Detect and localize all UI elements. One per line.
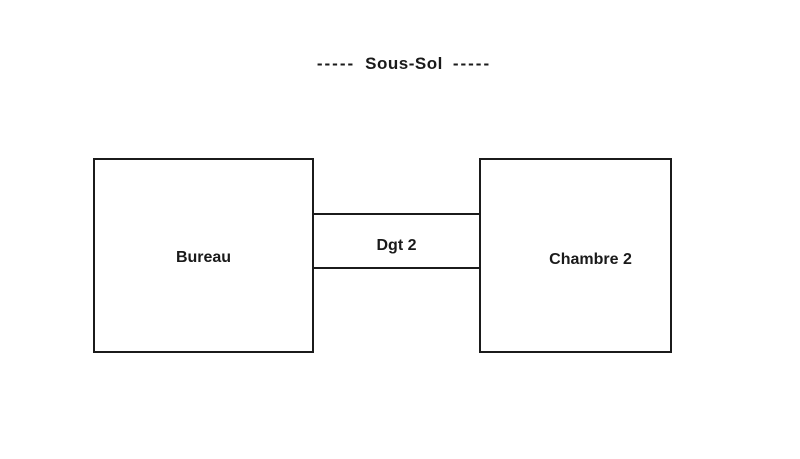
floor-title: ----- Sous-Sol -----	[8, 54, 800, 74]
room-dgt-2: Dgt 2	[314, 213, 479, 269]
floor-title-text: Sous-Sol	[365, 54, 443, 73]
title-dash-left: -----	[316, 54, 356, 73]
room-dgt-2-label: Dgt 2	[376, 236, 417, 254]
room-chambre-2: Chambre 2	[479, 158, 672, 353]
room-chambre-2-label: Chambre 2	[549, 251, 632, 268]
title-dash-right: -----	[452, 54, 492, 73]
room-bureau-label: Bureau	[175, 249, 232, 266]
room-bureau: Bureau	[93, 158, 314, 353]
